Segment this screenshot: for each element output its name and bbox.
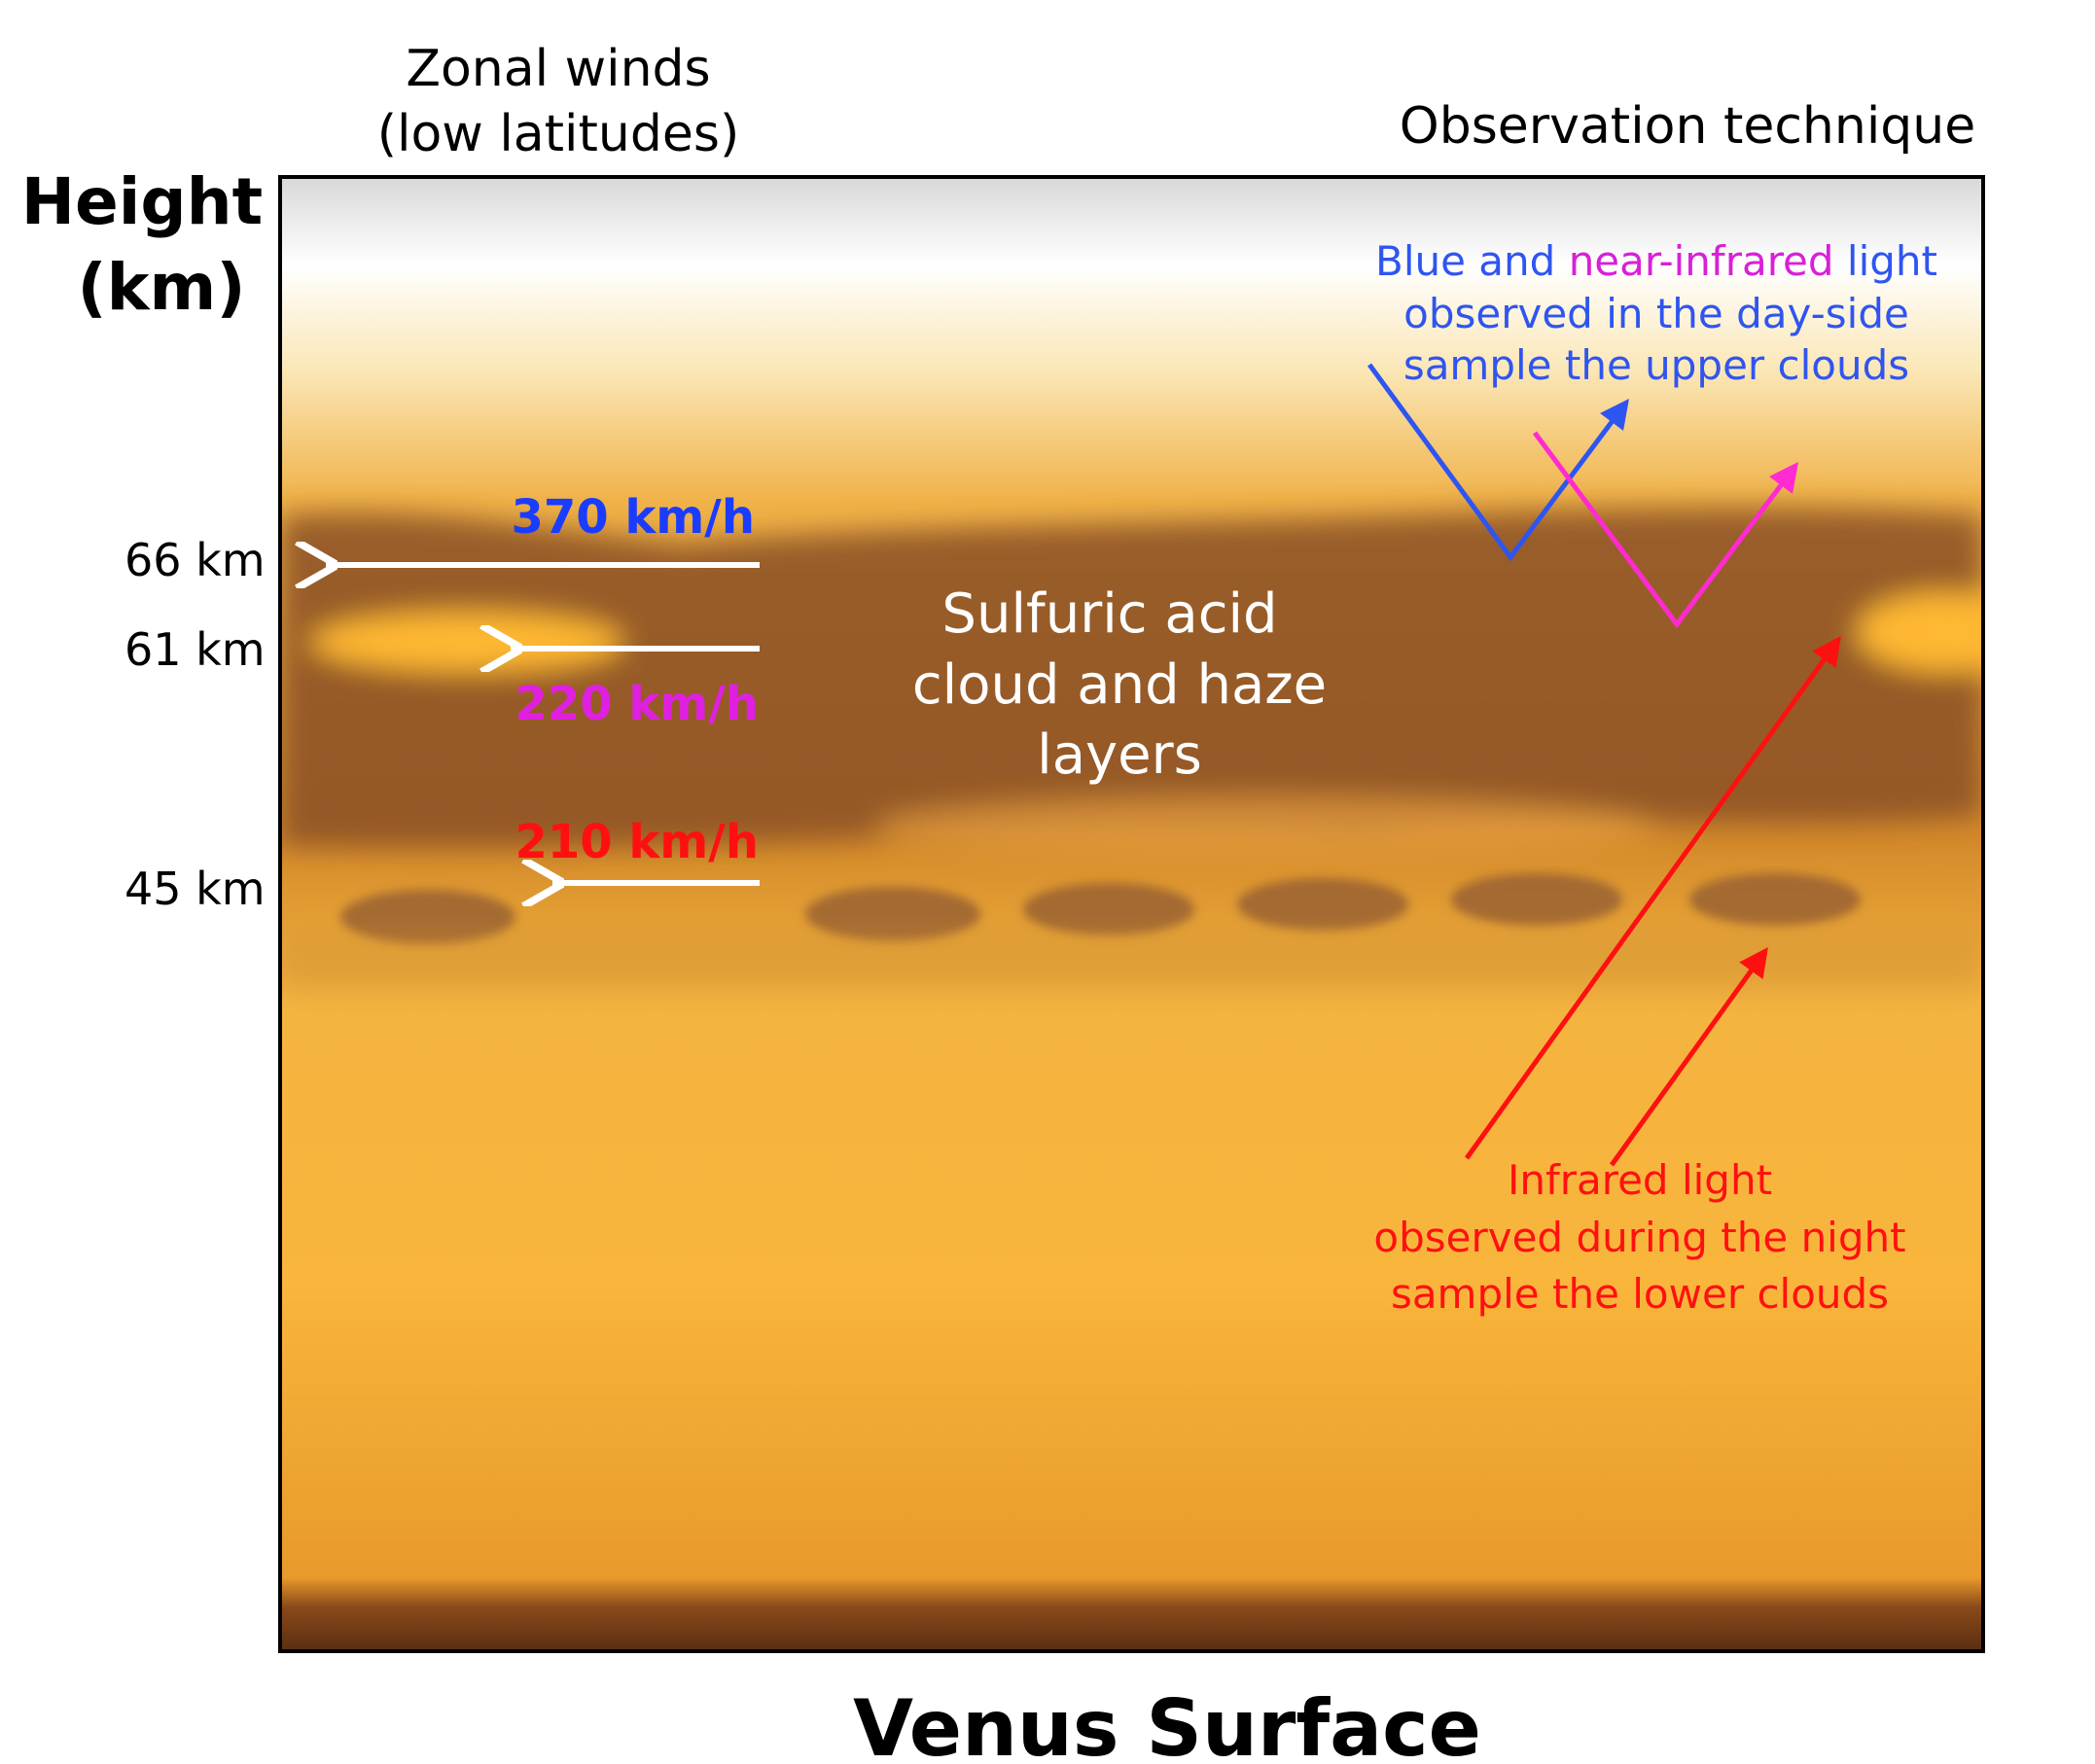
observation-technique-title: Observation technique: [1400, 97, 1975, 156]
altitude-label-61: 61 km: [124, 623, 266, 676]
night-side-text-line1: Infrared light: [1508, 1156, 1772, 1204]
altitude-label-66: 66 km: [124, 534, 266, 586]
cloud-layer-label-line1: Sulfuric acid: [941, 582, 1277, 646]
wind-speed-66km: 370 km/h: [511, 490, 755, 545]
day-side-text-line2: observed in the day-side: [1403, 290, 1909, 337]
wind-speed-45km: 210 km/h: [515, 815, 759, 869]
cloud-layer-label-line3: layers: [1037, 723, 1202, 787]
night-side-text-line3: sample the lower clouds: [1391, 1270, 1889, 1318]
venus-surface-label: Venus Surface: [853, 1683, 1481, 1764]
cloud-layer-label-line2: cloud and haze: [912, 653, 1327, 717]
infrared-ray-long: [1464, 635, 1841, 1160]
wind-speed-61km: 220 km/h: [515, 677, 759, 731]
zonal-winds-title: Zonal winds: [406, 40, 710, 98]
panel-frame: [278, 175, 1985, 1653]
blue-light-ray: [1367, 363, 1629, 562]
day-side-text-line3: sample the upper clouds: [1403, 341, 1909, 389]
altitude-label-45: 45 km: [124, 863, 266, 915]
height-axis-label: Height: [21, 164, 263, 239]
zonal-winds-subtitle: (low latitudes): [377, 105, 739, 163]
cloud-layer: [280, 508, 1983, 856]
night-side-text-line2: observed during the night: [1373, 1214, 1905, 1261]
height-axis-unit: (km): [78, 250, 246, 325]
atmosphere-panel: [280, 177, 1983, 1651]
infrared-ray-short: [1609, 946, 1768, 1167]
day-side-text-line1: Blue and near-infrared light: [1375, 237, 1937, 285]
near-infrared-light-ray: [1532, 431, 1798, 629]
lower-cloud-puffs: [340, 873, 1861, 944]
